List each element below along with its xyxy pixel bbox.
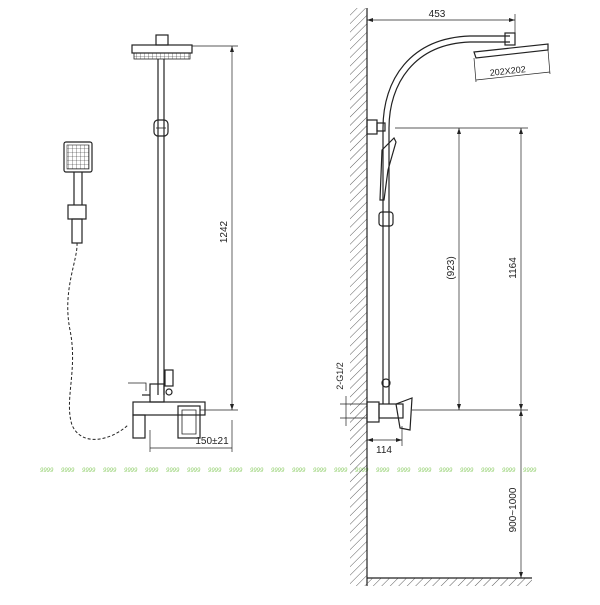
watermark-text: 9999 [145, 468, 159, 474]
watermark-text: 9999 [103, 468, 117, 474]
watermark-text: 9999 [208, 468, 222, 474]
wall-hatch [350, 8, 367, 586]
watermark-text: 9999 [40, 468, 54, 474]
watermark-text: 9999 [61, 468, 75, 474]
watermark-text: 9999 [334, 468, 348, 474]
watermark-text: 9999 [502, 468, 516, 474]
front-hand-shower [63, 141, 129, 440]
arm-reach-label: 453 [429, 9, 446, 20]
watermark-text: 9999 [460, 468, 474, 474]
side-rail [366, 35, 510, 398]
watermark-text: 9999 [187, 468, 201, 474]
front-rail [153, 59, 174, 396]
side-shower-head [473, 32, 549, 59]
watermark-text: 9999 [250, 468, 264, 474]
watermark-text: 9999 [481, 468, 495, 474]
front-shower-head [131, 34, 193, 60]
install-height-label: 900~1000 [508, 487, 519, 532]
install-height-dimension [519, 410, 523, 578]
front-height-label: 1242 [219, 220, 230, 243]
watermark-text: 9999 [166, 468, 180, 474]
watermark-text: 9999 [376, 468, 390, 474]
watermark-text: 9999 [82, 468, 96, 474]
side-view: 453 202X202 1164 (923) [335, 8, 551, 586]
front-offset-dimension [149, 420, 233, 452]
watermark-strip: 9999 9999 9999 9999 9999 9999 9999 9999 9999 9999… [40, 468, 537, 474]
watermark-text: 9999 [229, 468, 243, 474]
head-size-dimension [473, 49, 551, 83]
front-view: 1242 150±21 [63, 34, 238, 452]
watermark-text: 9999 [523, 468, 537, 474]
side-mixer [366, 397, 413, 431]
watermark-text: 9999 [418, 468, 432, 474]
watermark-text: 9999 [313, 468, 327, 474]
watermark-text: 9999 [271, 468, 285, 474]
front-offset-label: 150±21 [195, 436, 229, 447]
handshower-height-label: (923) [446, 256, 457, 279]
inlet-thread-dimension [340, 396, 367, 426]
watermark-text: 9999 [124, 468, 138, 474]
wall-offset-label: 114 [376, 445, 392, 456]
watermark-text: 9999 [439, 468, 453, 474]
watermark-text: 9999 [397, 468, 411, 474]
outlet-height-label: 1164 [508, 257, 519, 279]
handshower-height-dimension [457, 128, 461, 410]
inlet-thread-label: 2-G1/2 [335, 362, 345, 390]
front-mixer [128, 382, 206, 439]
head-size-label: 202X202 [489, 64, 526, 78]
arm-reach-dimension [367, 14, 516, 34]
front-height-dimension [192, 45, 238, 411]
watermark-text: 9999 [292, 468, 306, 474]
wall-offset-dimension [367, 426, 403, 446]
outlet-height-dimension [395, 127, 528, 411]
